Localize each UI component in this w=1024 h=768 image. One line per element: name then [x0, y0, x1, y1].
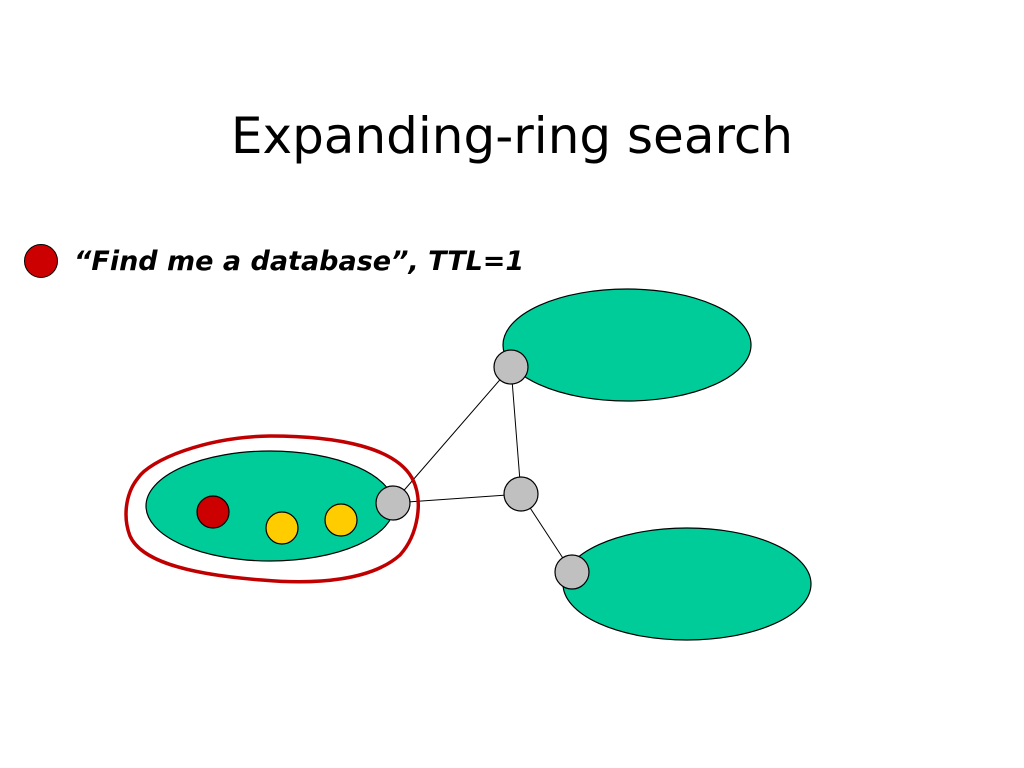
link-top-gateway-to-router	[510, 366, 522, 495]
search-ring	[124, 434, 420, 584]
peer-node-2	[324, 503, 358, 537]
bottom-gateway-node	[554, 554, 590, 590]
cluster-top-right	[502, 288, 752, 402]
red-bullet-icon	[24, 244, 58, 278]
cluster-local	[145, 450, 395, 562]
cluster-bottom-right	[562, 527, 812, 641]
local-gateway-node	[375, 485, 411, 521]
router-node	[503, 476, 539, 512]
peer-node-1	[265, 511, 299, 545]
slide-title: Expanding-ring search	[230, 107, 794, 165]
top-gateway-node	[493, 349, 529, 385]
link-local-gateway-to-router	[392, 493, 522, 504]
requester-node	[196, 495, 230, 529]
bullet-text: “Find me a database”, TTL=1	[74, 245, 525, 277]
link-local-gateway-to-top-gateway	[392, 366, 512, 504]
bullet-item: “Find me a database”, TTL=1	[24, 236, 524, 286]
